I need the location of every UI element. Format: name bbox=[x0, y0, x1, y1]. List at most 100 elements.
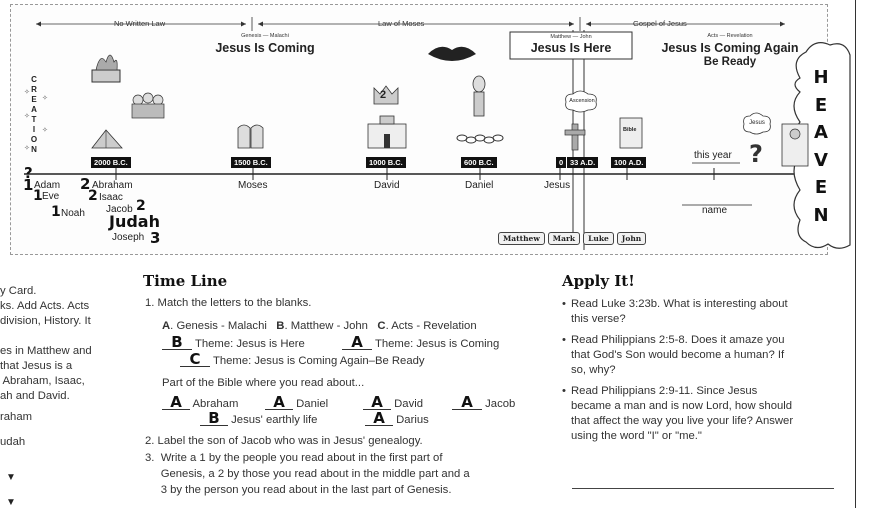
tent-icon bbox=[91, 129, 123, 149]
about-text: Daniel bbox=[296, 398, 329, 410]
answer-blank[interactable]: A bbox=[265, 395, 293, 410]
creation-letter: A bbox=[31, 105, 37, 114]
person-david: David bbox=[374, 180, 400, 191]
about-text: David bbox=[394, 398, 424, 410]
apply-bullet-line: that affect the way you live your life? … bbox=[571, 415, 794, 427]
timeline-lines: ✧✧✧✧✧ bbox=[24, 17, 851, 250]
era-gospel-of-jesus: Gospel of Jesus bbox=[633, 19, 687, 28]
answer-blank[interactable]: A bbox=[365, 411, 393, 426]
answer-blank[interactable]: A bbox=[162, 395, 190, 410]
mark-adam: 1 bbox=[23, 176, 34, 194]
crown-number: 2 bbox=[380, 89, 387, 101]
bible-icon bbox=[619, 117, 643, 149]
heaven-letter: E bbox=[814, 94, 828, 116]
question-3-line: Genesis, a 2 by those you read about in … bbox=[145, 468, 470, 480]
bible-label: Bible bbox=[623, 127, 637, 133]
about-row-darius: A Darius bbox=[365, 411, 429, 426]
creation-letter: O bbox=[30, 135, 38, 144]
answer-blank[interactable]: B bbox=[162, 335, 192, 350]
answer-line[interactable] bbox=[572, 488, 834, 489]
answer-blank[interactable]: A bbox=[342, 335, 372, 350]
answer-blank[interactable]: A bbox=[452, 395, 482, 410]
this-year-label: this year bbox=[694, 150, 732, 161]
apply-bullet-line: Read Philippians 2:9-11. Since Jesus bbox=[571, 385, 758, 397]
creation-letter: C bbox=[31, 75, 37, 84]
heaven-letter: N bbox=[813, 204, 829, 226]
answer-blank[interactable]: C bbox=[180, 352, 210, 367]
person-noah: Noah bbox=[61, 208, 85, 219]
left-col-line: es in Matthew and bbox=[0, 345, 92, 357]
theme-row-1: B Theme: Jesus is Here bbox=[162, 335, 305, 350]
person-eve: Eve bbox=[42, 191, 60, 202]
heaven-word: H E A V E N bbox=[809, 64, 833, 229]
option-letter: A bbox=[162, 320, 171, 332]
bullet-dot: • bbox=[562, 298, 566, 310]
arrow-icon: ▼ bbox=[6, 472, 16, 483]
person-jesus: Jesus bbox=[544, 180, 571, 191]
date-1000bc: 1000 B.C. bbox=[366, 157, 406, 168]
theme-row-2: A Theme: Jesus is Coming bbox=[342, 335, 499, 350]
date-2000bc: 2000 B.C. bbox=[91, 157, 131, 168]
part-of-bible-prompt: Part of the Bible where you read about..… bbox=[162, 377, 365, 389]
apply-bullet-line: this verse? bbox=[571, 313, 626, 325]
mark-abraham: 2 bbox=[80, 175, 91, 193]
date-100ad: 100 A.D. bbox=[611, 157, 647, 168]
svg-text:✧: ✧ bbox=[42, 94, 48, 102]
creation-letter: E bbox=[31, 95, 37, 104]
about-text: Jesus' earthly life bbox=[231, 414, 318, 426]
person-moses: Moses bbox=[238, 180, 268, 191]
arrow-icon: ▼ bbox=[6, 497, 16, 508]
bullet-dot: • bbox=[562, 334, 566, 346]
throne-icon bbox=[781, 123, 809, 167]
crown-icon bbox=[373, 85, 399, 105]
options-legend: A. Genesis - Malachi B. Matthew - John C… bbox=[162, 320, 477, 332]
cross-icon bbox=[564, 123, 586, 151]
person-adam: Adam bbox=[34, 180, 61, 191]
heaven-letter: H bbox=[813, 67, 829, 88]
ot-books-range: Genesis — Malachi bbox=[241, 33, 289, 39]
apply-section-title: Apply It! bbox=[562, 272, 635, 290]
question-3-line: 3. Write a 1 by the people you read abou… bbox=[145, 452, 443, 464]
left-col-line: raham bbox=[0, 411, 33, 423]
question-2: 2. Label the son of Jacob who was in Jes… bbox=[145, 435, 423, 447]
theme-text: Theme: Jesus is Coming bbox=[374, 338, 500, 350]
jesus-cloud-label: Jesus bbox=[749, 120, 765, 126]
about-row-jesus: B Jesus' earthly life bbox=[200, 411, 317, 426]
option-text: . Genesis - Malachi bbox=[170, 320, 277, 332]
question-1: 1. Match the letters to the blanks. bbox=[145, 297, 312, 309]
apply-bullet-line: so, why? bbox=[571, 364, 616, 376]
era-no-written-law: No Written Law bbox=[114, 19, 166, 28]
book-matthew: Matthew bbox=[498, 232, 545, 245]
date-600bc: 600 B.C. bbox=[461, 157, 497, 168]
svg-text:✧: ✧ bbox=[24, 144, 30, 152]
apply-bullets: • Read Luke 3:23b. What is interesting ab… bbox=[562, 297, 852, 450]
about-row-daniel: A Daniel bbox=[265, 395, 328, 410]
svg-text:✧: ✧ bbox=[42, 126, 48, 134]
answer-blank[interactable]: A bbox=[363, 395, 391, 410]
apply-bullet-item: • Read Luke 3:23b. What is interesting ab… bbox=[562, 297, 852, 327]
apply-bullet-line: Read Luke 3:23b. What is interesting abo… bbox=[571, 298, 788, 310]
mark-jacob: 2 bbox=[136, 198, 146, 214]
apply-bullet-item: • Read Philippians 2:5-8. Does it amaze y… bbox=[562, 333, 852, 378]
acts-theme: Jesus Is Coming Again bbox=[661, 41, 799, 55]
person-daniel: Daniel bbox=[465, 180, 494, 191]
person-joseph: Joseph bbox=[112, 232, 145, 243]
person-abraham: Abraham bbox=[92, 180, 133, 191]
heaven-letter: A bbox=[814, 122, 828, 143]
answer-blank[interactable]: B bbox=[200, 411, 228, 426]
temple-icon bbox=[367, 115, 407, 149]
mark-question: ? bbox=[24, 164, 33, 182]
about-text: Abraham bbox=[192, 398, 239, 410]
family-icon bbox=[131, 92, 165, 119]
name-label: name bbox=[702, 205, 728, 216]
apply-bullet-line: Read Philippians 2:5-8. Does it amaze yo… bbox=[571, 334, 785, 346]
question-3-line: 3 by the person you read about in the la… bbox=[145, 484, 452, 496]
mark-eve: 1 bbox=[33, 188, 43, 204]
gospel-books: Matthew Mark Luke John bbox=[498, 232, 647, 245]
creation-letter: N bbox=[31, 145, 37, 154]
left-col-line: that Jesus is a bbox=[0, 360, 73, 372]
bullet-dot: • bbox=[562, 385, 566, 397]
altar-icon bbox=[91, 54, 121, 83]
